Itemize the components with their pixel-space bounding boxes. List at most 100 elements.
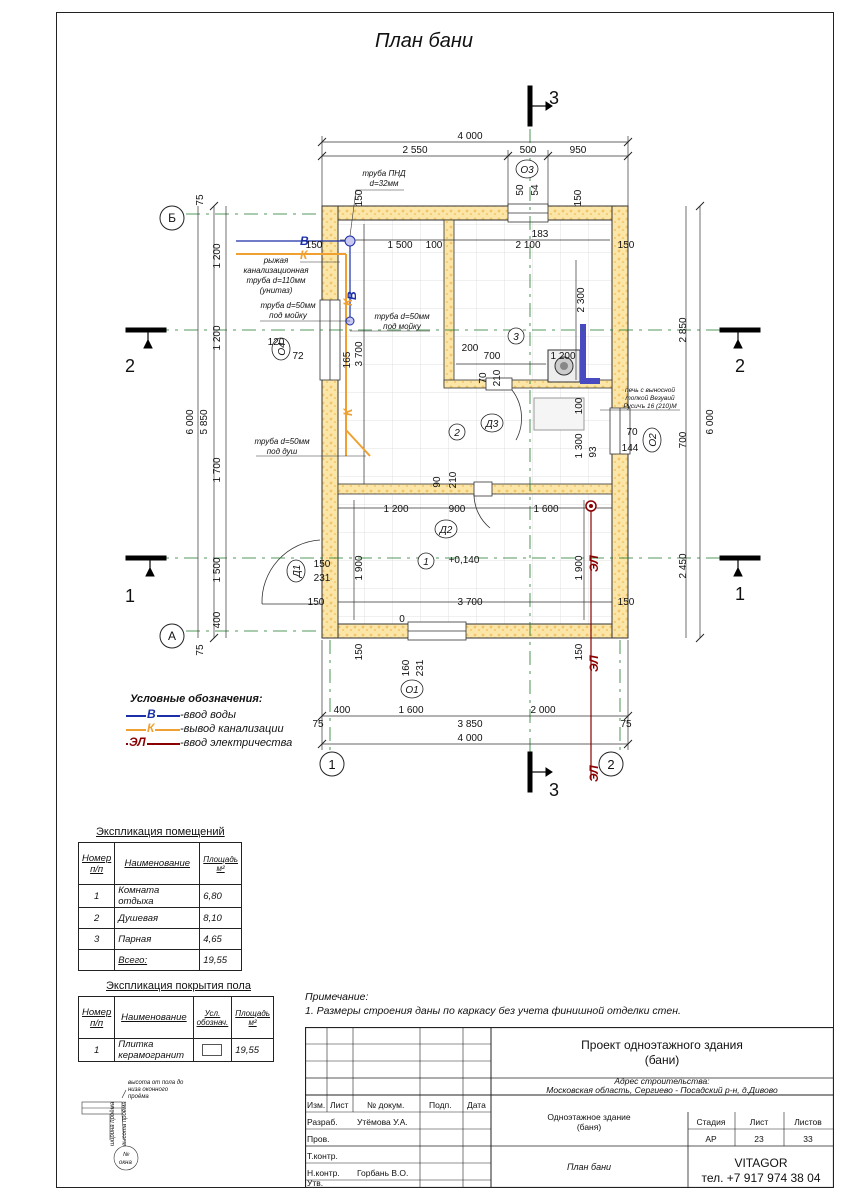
floor-th-area: Площадь м² [231,996,274,1039]
door-d1-label: Д1 [292,565,303,579]
note-sewer-4: (унитаз) [260,286,293,295]
stamp-company: VITAGOR [734,1156,787,1170]
stove [533,324,600,431]
dim-d3-70: 70 [478,372,489,384]
dim-rest-1900-r: 1 900 [574,555,585,580]
dim-right-total: 6 000 [705,409,716,434]
dim-o3-150: 150 [573,189,584,206]
dim-bottom-1: 400 [334,705,351,716]
element-bubbles [271,159,662,699]
stamp-object-2: (баня) [577,1122,602,1132]
dim-mid-1: 1 200 [383,504,408,515]
openings [319,203,631,641]
stamp-list-h: Лист [750,1117,769,1127]
stamp-address-1: Адрес строительства: [613,1076,710,1086]
stamp-address-2: Московская область, Сергиево - Посадский… [546,1085,778,1095]
stamp-list-v: 23 [754,1134,764,1144]
room-3-label: 3 [513,332,519,343]
dim-o1-150-l: 150 [354,643,365,660]
dim-left-5: 400 [212,611,223,628]
utility-lines [236,235,597,780]
note-shower-1: труба d=50мм [254,437,310,446]
legend-water: В-ввод воды [126,707,236,722]
cell: 19,55 [231,1038,274,1062]
dim-left-3: 1 700 [212,457,223,482]
dim-o3-183: 183 [532,229,549,240]
table-row: 1 Плитка керамогранит 19,55 [77,1038,274,1062]
note-stove-1: печь с выносной [625,386,675,394]
utility-labels: В К В К К ЭЛ ЭЛ ЭЛ [300,234,601,782]
dim-o1-231: 231 [415,659,426,676]
dim-left-4: 1 500 [212,557,223,582]
section-2-right: 2 [735,356,745,376]
dim-bottom-3: 3 850 [457,719,482,730]
dim-bottom-75-right: 75 [620,719,632,730]
room-1-label: 1 [423,557,429,568]
stamp-stage-v: АР [705,1134,717,1144]
cell: 4,65 [199,928,242,950]
legend-sewer-text: -вывод канализации [180,723,284,735]
level-mark: +0,140 [449,555,480,566]
legend-water-text: -ввод воды [180,709,236,721]
dim-left-75-bottom: 75 [195,644,206,656]
section-markers [125,85,761,793]
dim-right-2: 700 [678,431,689,448]
legend-sewer-symbol: К [126,721,180,736]
note-head: Примечание: [305,991,369,1003]
stamp-nkontr-name: Горбань В.О. [357,1168,408,1178]
dim-d2-210: 210 [448,471,459,488]
dim-bottom-4: 2 000 [530,705,555,716]
stamp-project-1: Проект одноэтажного здания [581,1038,743,1052]
floor-table-caption: Экспликация покрытия пола [106,980,251,992]
legend-water-symbol: В [126,707,180,722]
floor-th-symbol: Усл. обознач. [192,996,233,1039]
dim-top-total: 4 000 [457,131,482,142]
dim-top-3: 950 [570,145,587,156]
dim-bottom-total: 4 000 [457,733,482,744]
dim-room-b: 150 [306,240,323,251]
cell: 1 [77,884,116,908]
dim-steam-1200: 1 200 [550,351,575,362]
dim-val-93: 93 [588,446,599,458]
window-o4-label: О4 [277,342,288,356]
cell: Парная [114,928,201,950]
dim-val-1300: 1 300 [574,433,585,458]
note-stove-2: топкой Везувий [625,394,675,402]
note-sewer-1: рыжая [263,256,289,265]
cell: Всего: [114,949,201,971]
axis-bubbles [159,205,624,777]
note-line-1: 1. Размеры строения даны по каркасу без … [305,1005,681,1017]
rooms-th-area: Площадь м² [199,842,242,885]
legend-sewer-sym: К [146,721,156,735]
tile-symbol [202,1044,223,1056]
dim-bottom-75-left: 75 [312,719,324,730]
cell: Комната отдыха [114,884,201,908]
note-block: Примечание: 1. Размеры строения даны по … [305,990,681,1018]
sewer-label-3: К [341,407,355,416]
room-2-label: 2 [453,428,460,439]
legend-sewer: К -вывод канализации [126,721,284,736]
dim-d2-90: 90 [432,476,443,488]
cell: 3 [77,928,116,950]
water-label-2: В [345,291,359,300]
cell: 2 [77,907,116,929]
dim-o3-54: 54 [530,184,541,196]
dim-mid-2: 900 [449,504,466,515]
dimension-texts: 4 000 2 550 500 950 400 1 600 3 850 2 00… [268,131,639,744]
dim-right-3: 2 450 [678,553,689,578]
dim-room-a: 1 500 [387,240,412,251]
sewer-label-2: К [341,297,355,306]
dim-room-d: 2 100 [515,240,540,251]
dim-bottom-row-2: 3 700 [457,597,482,608]
dim-top-1: 2 550 [402,145,427,156]
note-sink-right-1: труба d=50мм [374,312,430,321]
dimension-lines [197,136,701,750]
dim-val-165: 165 [342,351,353,368]
axis-1-label: 1 [328,757,335,772]
dim-left-2: 1 200 [212,325,223,350]
dim-right-1: 2 850 [678,317,689,342]
dim-zero: 0 [399,614,405,625]
note-sink-left-1: труба d=50мм [260,301,316,310]
